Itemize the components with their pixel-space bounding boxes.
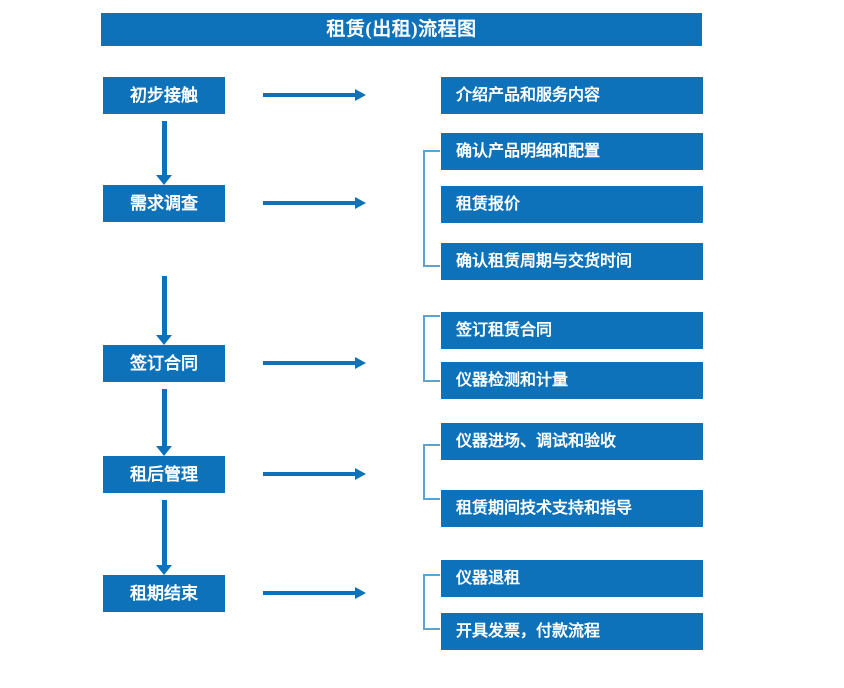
arrow-head <box>355 468 366 480</box>
stage-node-zuqi-jieshu[interactable]: 租期结束 <box>103 575 225 612</box>
detail-node-queren-zulin-zhouqi[interactable]: 确认租赁周期与交货时间 <box>441 243 703 280</box>
group-bracket-xuqiu-diaocha <box>423 150 440 267</box>
arrow-head <box>156 565 172 575</box>
node-label: 仪器检测和计量 <box>456 371 569 389</box>
stage-node-qianding-hetong[interactable]: 签订合同 <box>103 345 225 382</box>
detail-node-jieshao-chanpin[interactable]: 介绍产品和服务内容 <box>441 77 703 114</box>
stage-node-xuqiu-diaocha[interactable]: 需求调查 <box>103 185 225 222</box>
stage-node-zuhou-guanli[interactable]: 租后管理 <box>103 456 225 493</box>
group-bracket-zuqi-jieshu <box>423 574 440 630</box>
horizontal-arrow-icon-1 <box>263 87 366 103</box>
vertical-arrow-icon-3 <box>155 389 173 456</box>
arrow-head <box>156 175 172 185</box>
node-label: 初步接触 <box>130 86 198 105</box>
arrow-head <box>355 587 366 599</box>
detail-node-yiqi-tuizu[interactable]: 仪器退租 <box>441 560 703 597</box>
horizontal-arrow-icon-5 <box>263 585 366 601</box>
arrow-head <box>156 446 172 456</box>
detail-node-zulin-qijian-jishu-zhichi[interactable]: 租赁期间技术支持和指导 <box>441 490 703 527</box>
node-label: 租后管理 <box>130 465 198 484</box>
node-label: 租期结束 <box>130 584 198 603</box>
arrow-shaft <box>263 472 356 476</box>
arrow-shaft <box>162 276 167 335</box>
vertical-arrow-icon-2 <box>155 276 173 345</box>
vertical-arrow-icon-4 <box>155 500 173 575</box>
arrow-head <box>355 89 366 101</box>
node-label: 确认租赁周期与交货时间 <box>456 252 633 270</box>
arrow-shaft <box>162 389 167 446</box>
horizontal-arrow-icon-4 <box>263 466 366 482</box>
arrow-head <box>355 197 366 209</box>
arrow-shaft <box>263 591 356 595</box>
page-title: 租赁(出租)流程图 <box>326 19 477 40</box>
detail-node-kaiju-fapiao-fukuan[interactable]: 开具发票，付款流程 <box>441 613 703 650</box>
detail-node-qianding-zulin-hetong[interactable]: 签订租赁合同 <box>441 312 703 349</box>
node-label: 租赁报价 <box>456 195 521 213</box>
node-label: 确认产品明细和配置 <box>456 142 601 160</box>
horizontal-arrow-icon-3 <box>263 355 366 371</box>
stage-node-chubu-jiechu[interactable]: 初步接触 <box>103 77 225 114</box>
node-label: 签订租赁合同 <box>456 321 553 339</box>
node-label: 租赁期间技术支持和指导 <box>456 499 633 517</box>
detail-node-zulin-baojia[interactable]: 租赁报价 <box>441 186 703 223</box>
node-label: 需求调查 <box>130 194 198 213</box>
detail-node-yiqi-jiance-jiliang[interactable]: 仪器检测和计量 <box>441 362 703 399</box>
vertical-arrow-icon-1 <box>155 121 173 185</box>
node-label: 仪器进场、调试和验收 <box>456 432 617 450</box>
node-label: 签订合同 <box>130 354 198 373</box>
arrow-shaft <box>263 201 356 205</box>
arrow-shaft <box>263 361 356 365</box>
node-label: 开具发票，付款流程 <box>456 622 601 640</box>
group-bracket-zuhou-guanli <box>423 444 440 500</box>
detail-node-queren-chanpin-mingxi[interactable]: 确认产品明细和配置 <box>441 133 703 170</box>
arrow-shaft <box>162 121 167 175</box>
arrow-head <box>156 335 172 345</box>
arrow-shaft <box>162 500 167 565</box>
node-label: 介绍产品和服务内容 <box>456 86 601 104</box>
arrow-head <box>355 357 366 369</box>
detail-node-yiqi-jinchang-tiaoshi[interactable]: 仪器进场、调试和验收 <box>441 423 703 460</box>
arrow-shaft <box>263 93 356 97</box>
group-bracket-qianding-hetong <box>423 315 440 382</box>
horizontal-arrow-icon-2 <box>263 195 366 211</box>
chart-title-banner: 租赁(出租)流程图 <box>101 13 702 46</box>
node-label: 仪器退租 <box>456 569 521 587</box>
